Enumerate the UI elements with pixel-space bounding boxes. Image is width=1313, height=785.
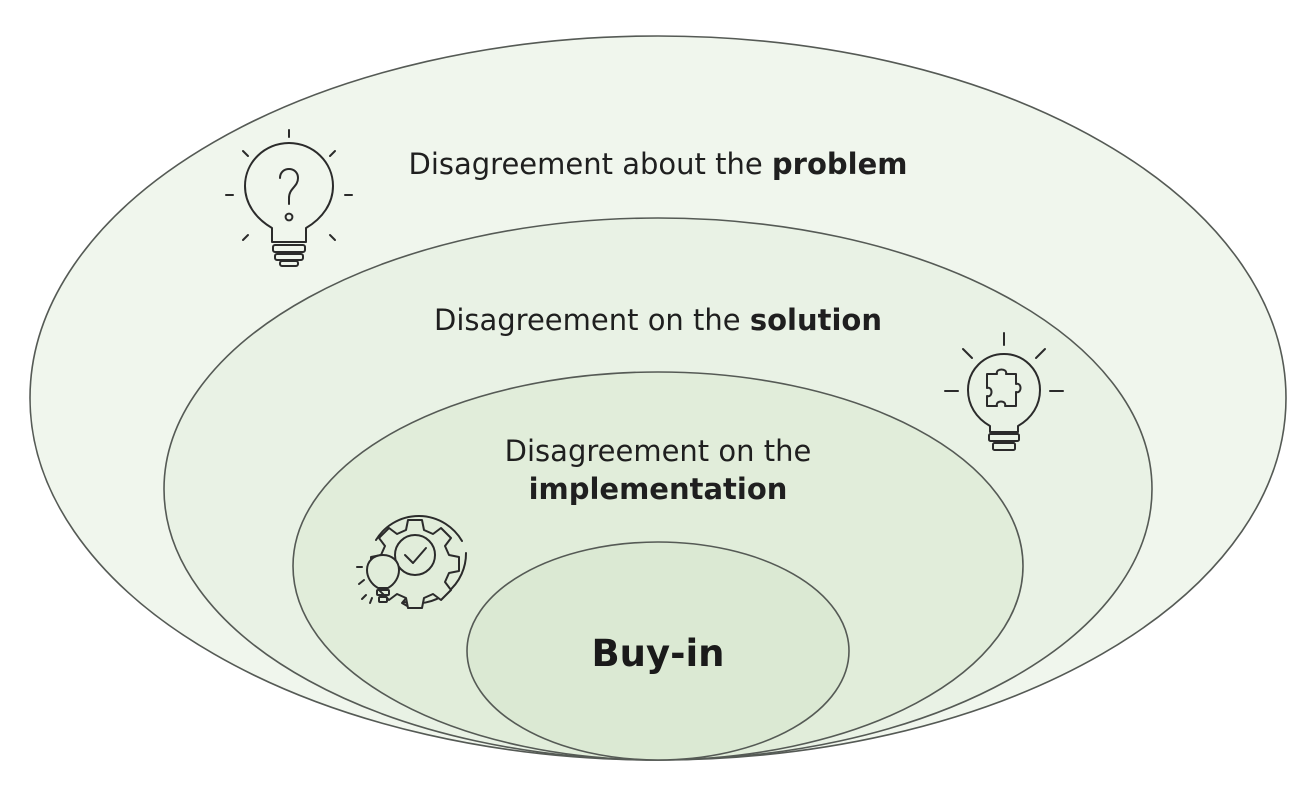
buy-in-core (466, 541, 850, 761)
problem-label-emphasis: problem (771, 147, 908, 181)
implementation-label-prefix: Disagreement on the (504, 434, 812, 468)
implementation-label: Disagreement on the implementation (408, 432, 908, 508)
problem-label-prefix: Disagreement about the (408, 147, 772, 181)
problem-label: Disagreement about the problem (358, 145, 958, 183)
gear-check-lightbulb-icon (356, 515, 468, 609)
buy-in-label: Buy-in (591, 632, 725, 675)
solution-label: Disagreement on the solution (358, 301, 958, 339)
solution-label-prefix: Disagreement on the (433, 303, 750, 337)
question-lightbulb-icon (225, 129, 353, 267)
puzzle-lightbulb-icon (944, 332, 1064, 451)
implementation-label-emphasis: implementation (528, 472, 788, 506)
solution-label-emphasis: solution (749, 303, 882, 337)
